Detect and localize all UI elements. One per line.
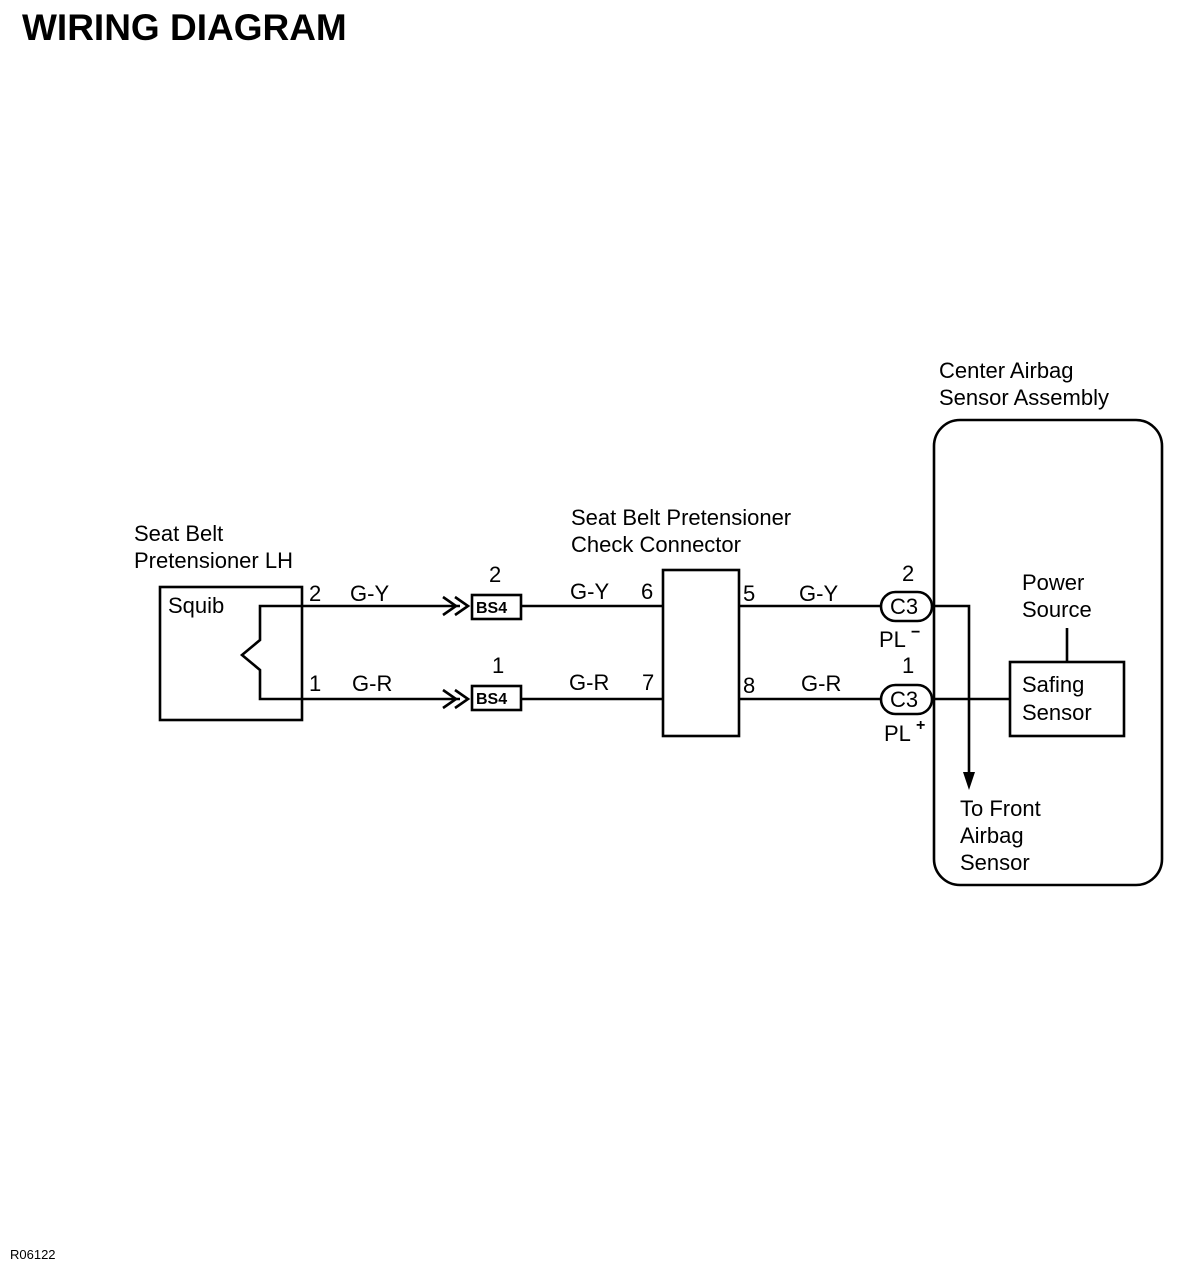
pretensioner-label-line1: Seat Belt (134, 521, 223, 546)
wire-color-upper-1: G-Y (350, 581, 389, 606)
check-connector-label-line2: Check Connector (571, 532, 741, 557)
wire-color-lower-2: G-R (569, 670, 609, 695)
check-connector-label-line1: Seat Belt Pretensioner (571, 505, 791, 530)
front-sensor-label-line3: Sensor (960, 850, 1030, 875)
safing-sensor-label-line1: Safing (1022, 672, 1084, 697)
wire-color-upper-3: G-Y (799, 581, 838, 606)
wire-color-lower-1: G-R (352, 671, 392, 696)
sensor-assembly-box (932, 418, 1164, 887)
pl-label-upper: PL (879, 627, 906, 652)
wire-color-lower-3: G-R (801, 671, 841, 696)
check-pin-lower-in: 7 (642, 670, 654, 695)
front-sensor-arrowhead (963, 772, 975, 790)
c3-pin-upper: 2 (902, 561, 914, 586)
c3-pin-lower: 1 (902, 653, 914, 678)
bs4-pin-lower: 1 (492, 653, 504, 678)
bs4-pin-upper: 2 (489, 562, 501, 587)
check-connector-box (661, 568, 741, 738)
bs4-label-upper: BS4 (476, 600, 507, 617)
sensor-assembly-label-line1: Center Airbag (939, 358, 1074, 383)
safing-sensor-label-line2: Sensor (1022, 700, 1092, 725)
pretensioner-box (158, 585, 304, 722)
wire-to-front-sensor (932, 604, 971, 776)
power-source-label-line1: Power (1022, 570, 1084, 595)
bs4-label-lower: BS4 (476, 691, 507, 708)
squib-pin-lower: 1 (309, 671, 321, 696)
squib-pin-upper: 2 (309, 581, 321, 606)
safing-sensor-box (1008, 660, 1126, 738)
pl-label-lower: PL (884, 721, 911, 746)
wire-color-upper-2: G-Y (570, 579, 609, 604)
pl-sign-lower: + (916, 717, 925, 734)
front-sensor-label-line2: Airbag (960, 823, 1024, 848)
connector-arrow-upper (442, 595, 471, 617)
check-pin-upper-out: 5 (743, 581, 755, 606)
c3-label-upper: C3 (890, 594, 918, 619)
pretensioner-label-line2: Pretensioner LH (134, 548, 293, 573)
pl-sign-upper: − (911, 624, 920, 641)
squib-element (239, 604, 302, 701)
page-title: WIRING DIAGRAM (22, 7, 347, 48)
sensor-assembly-label-line2: Sensor Assembly (939, 385, 1109, 410)
check-pin-lower-out: 8 (743, 673, 755, 698)
c3-label-lower: C3 (890, 687, 918, 712)
front-sensor-label-line1: To Front (960, 796, 1041, 821)
connector-arrow-lower (442, 688, 471, 710)
squib-label: Squib (168, 593, 224, 618)
power-source-label-line2: Source (1022, 597, 1092, 622)
figure-code: R06122 (10, 1247, 56, 1262)
check-pin-upper-in: 6 (641, 579, 653, 604)
